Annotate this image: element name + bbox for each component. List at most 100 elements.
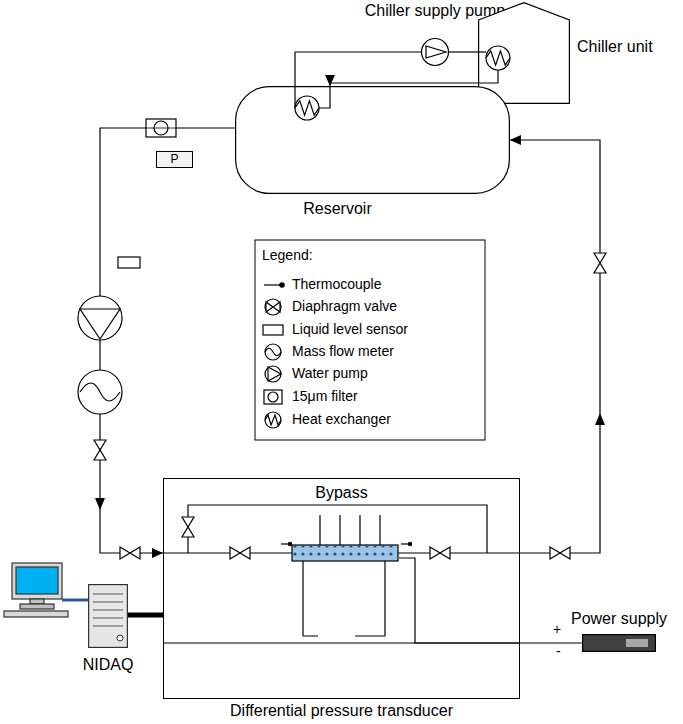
filter-symbol [264,390,282,404]
power-supply-unit-outline [626,639,648,647]
reservoir-tank-outline [295,96,319,120]
reservoir-tank-outline [236,87,510,194]
flow-meter-symbol [80,383,120,401]
chiller-unit-outline [479,3,570,104]
pump-symbol-outline [422,39,449,66]
test-section-enclosure-outline [355,561,385,636]
test-section-enclosure-outline [292,545,398,561]
legend-entry: Mass flow meter [292,343,394,359]
diaphragm-valve [94,440,106,460]
test-section-enclosure-outline [230,547,250,559]
heat-exchanger-symbol [265,412,281,428]
valve-symbol [266,302,280,312]
power-supply-unit: Power supply [582,634,656,652]
flow-meter-symbol [78,370,122,414]
pump-symbol-outline [421,38,449,66]
legend-entry: 15μm filter [292,388,358,404]
reservoir-tank-outline [235,86,510,194]
pressure-transducer-box: P [156,151,193,168]
valve-symbol [265,299,281,315]
test-section-enclosure-outline [359,515,360,545]
legend-entry: Heat exchanger [292,411,391,427]
daq-chassis-outline [117,635,123,641]
chiller-unit: Chiller unit [478,2,570,104]
chiller-unit-outline [486,46,510,70]
computer-monitor [62,599,88,602]
reservoir-tank-outline [319,86,330,108]
filter-symbol [146,119,176,137]
test-section-enclosure-outline [163,505,519,643]
level-sensor-symbol [118,257,140,268]
computer-monitor [12,563,62,599]
daq-chassis-outline [93,594,123,626]
chiller-unit-outline [478,51,486,52]
daq-chassis-outline [89,585,128,648]
daq-chassis-outline [93,618,123,619]
level-sensor-symbol [263,325,283,335]
thermocouple-symbol [280,283,284,287]
transducer-caption: Differential pressure transducer [163,702,520,720]
legend-entry: Water pump [292,365,368,381]
test-section-enclosure-outline [303,561,318,636]
test-section-enclosure-outline [163,552,292,553]
transducer-letter: P [157,153,192,167]
polarity-sign: + [553,621,561,637]
heat-exchanger-symbol [265,415,281,425]
test-section-enclosure-outline [182,517,194,537]
reservoir-tank: Reservoir [235,86,510,194]
pipe-connector [330,83,478,86]
data-cable [128,613,163,618]
test-section-enclosure-outline [319,515,320,545]
legend-entry: Liquid level sensor [292,321,408,337]
chiller-unit-outline [478,46,510,83]
reservoir-tank-outline [295,86,330,120]
pipe-connector [449,51,478,52]
pump-symbol-outline [426,46,446,58]
flow-meter-symbol [265,348,281,356]
computer-monitor [4,563,88,617]
daq-chassis-outline [88,584,128,648]
pipe-connector [510,140,600,553]
pipe-connector [100,128,235,553]
filter-symbol [268,392,278,402]
supply-label: Power supply [568,610,670,628]
level-sensor-symbol [118,257,140,268]
thermocouple-symbol [264,284,281,285]
filter-symbol [146,128,176,129]
legend-box [255,240,485,440]
daq-chassis: NIDAQ [88,584,128,648]
water-pump-symbol [80,309,120,339]
chiller-unit-outline [486,51,510,65]
test-section-enclosure-outline [430,547,450,559]
reservoir-tank-outline [295,101,319,115]
tank-label: Reservoir [235,200,440,218]
flow-meter-symbol [265,344,281,360]
pump-symbol: Chiller supply pump [421,38,449,66]
power-supply-unit-outline [582,634,656,652]
chiller-unit-outline [478,70,498,83]
computer-monitor [16,567,58,594]
polarity-sign: - [556,643,561,659]
power-supply-unit-outline [583,635,656,652]
heat-exchanger-symbol [265,412,281,428]
computer-monitor [4,611,68,617]
legend-entry: Diaphragm valve [292,298,397,314]
computer-monitor [20,604,54,609]
water-pump-symbol [268,367,281,381]
flow-meter-symbol [265,344,281,360]
valve-symbol [265,299,281,315]
diaphragm-valve [120,547,140,559]
daq-label: NIDAQ [73,656,143,674]
test-section-enclosure-outline [163,478,520,699]
test-section-enclosure-outline [292,545,398,561]
diaphragm-valve [550,547,570,559]
chiller-unit-outline [478,2,570,104]
daq-chassis-outline [93,626,123,627]
thermocouple-symbol [264,283,284,287]
flow-meter-symbol [78,370,122,414]
water-pump-symbol [265,366,281,382]
diaphragm-valve [594,253,606,273]
test-section-enclosure-outline [182,517,450,559]
filter-symbol [146,119,176,137]
level-sensor-symbol [263,325,283,335]
